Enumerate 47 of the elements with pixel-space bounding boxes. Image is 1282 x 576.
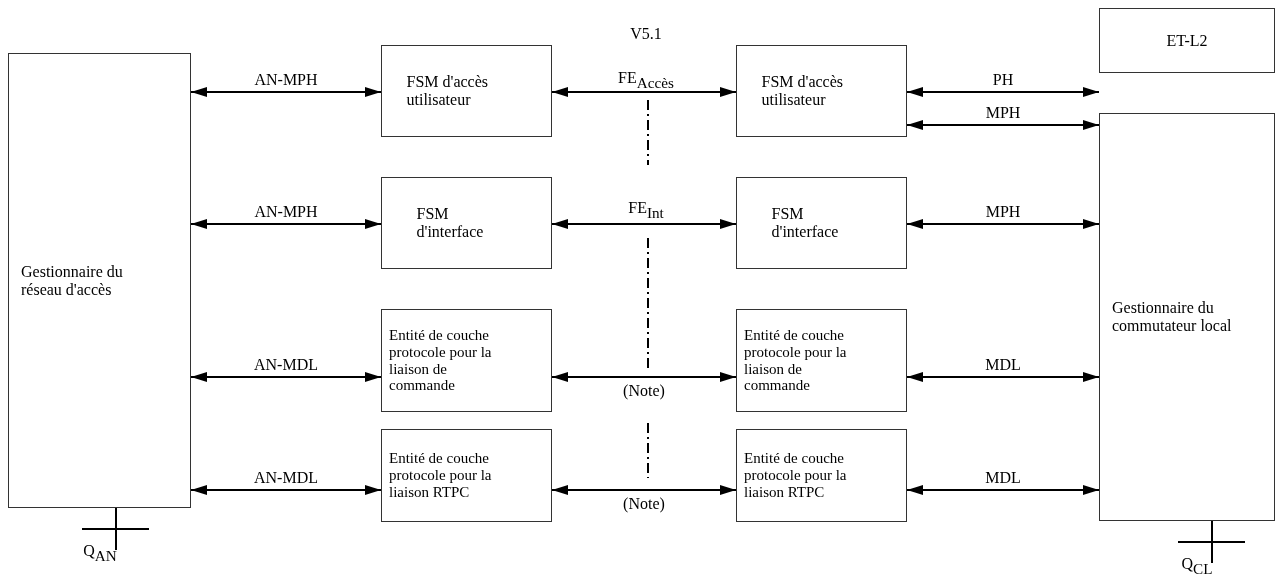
double-arrow <box>551 372 737 382</box>
box-label: Entité de couche protocole pour la liaison de commande <box>389 326 493 395</box>
process-box <box>736 177 907 269</box>
double-arrow <box>551 485 737 495</box>
double-arrow <box>551 87 737 97</box>
manager-box <box>8 53 191 508</box>
edge-label: MDL <box>985 470 1021 486</box>
process-box <box>381 45 552 137</box>
box-label: Entité de couche protocole pour la liaison RTPC <box>744 450 848 501</box>
double-arrow <box>906 87 1100 97</box>
edge-label: AN-MDL <box>254 470 318 486</box>
manager-box <box>1099 113 1275 521</box>
box-label: FSM d'accès utilisateur <box>406 73 490 109</box>
box-label: Gestionnaire du réseau d'accès <box>21 262 124 299</box>
double-arrow <box>551 219 737 229</box>
interface-label: V5.1 <box>630 26 662 42</box>
double-arrow <box>906 120 1100 130</box>
edge-label: MDL <box>985 357 1021 373</box>
double-arrow <box>190 219 382 229</box>
double-arrow <box>906 372 1100 382</box>
process-box <box>381 429 552 522</box>
box-label: FSM d'interface <box>416 205 485 241</box>
double-arrow <box>190 87 382 97</box>
edge-label: AN-MPH <box>254 72 318 88</box>
double-arrow <box>906 219 1100 229</box>
double-arrow <box>190 372 382 382</box>
process-box <box>381 309 552 412</box>
double-arrow <box>906 485 1100 495</box>
process-box <box>736 45 907 137</box>
box-label: FSM d'accès utilisateur <box>761 73 845 109</box>
box-label: ET-L2 <box>1166 31 1208 50</box>
edge-label: PH <box>992 72 1014 88</box>
edge-label: (Note) <box>623 383 665 399</box>
box-label: FSM d'interface <box>771 205 840 241</box>
process-box <box>736 309 907 412</box>
box-label: Gestionnaire du commutateur local <box>1112 299 1232 335</box>
box-label: Entité de couche protocole pour la liaison RTPC <box>389 450 493 501</box>
double-arrow <box>190 485 382 495</box>
process-box <box>1099 8 1275 73</box>
edge-label: AN-MPH <box>254 204 318 220</box>
edge-label: (Note) <box>623 496 665 512</box>
edge-label: AN-MDL <box>254 357 318 373</box>
box-label: Entité de couche protocole pour la liaison de commande <box>744 326 848 395</box>
edge-label: MPH <box>985 105 1021 121</box>
edge-label: MPH <box>985 204 1021 220</box>
process-box <box>736 429 907 522</box>
process-box <box>381 177 552 269</box>
